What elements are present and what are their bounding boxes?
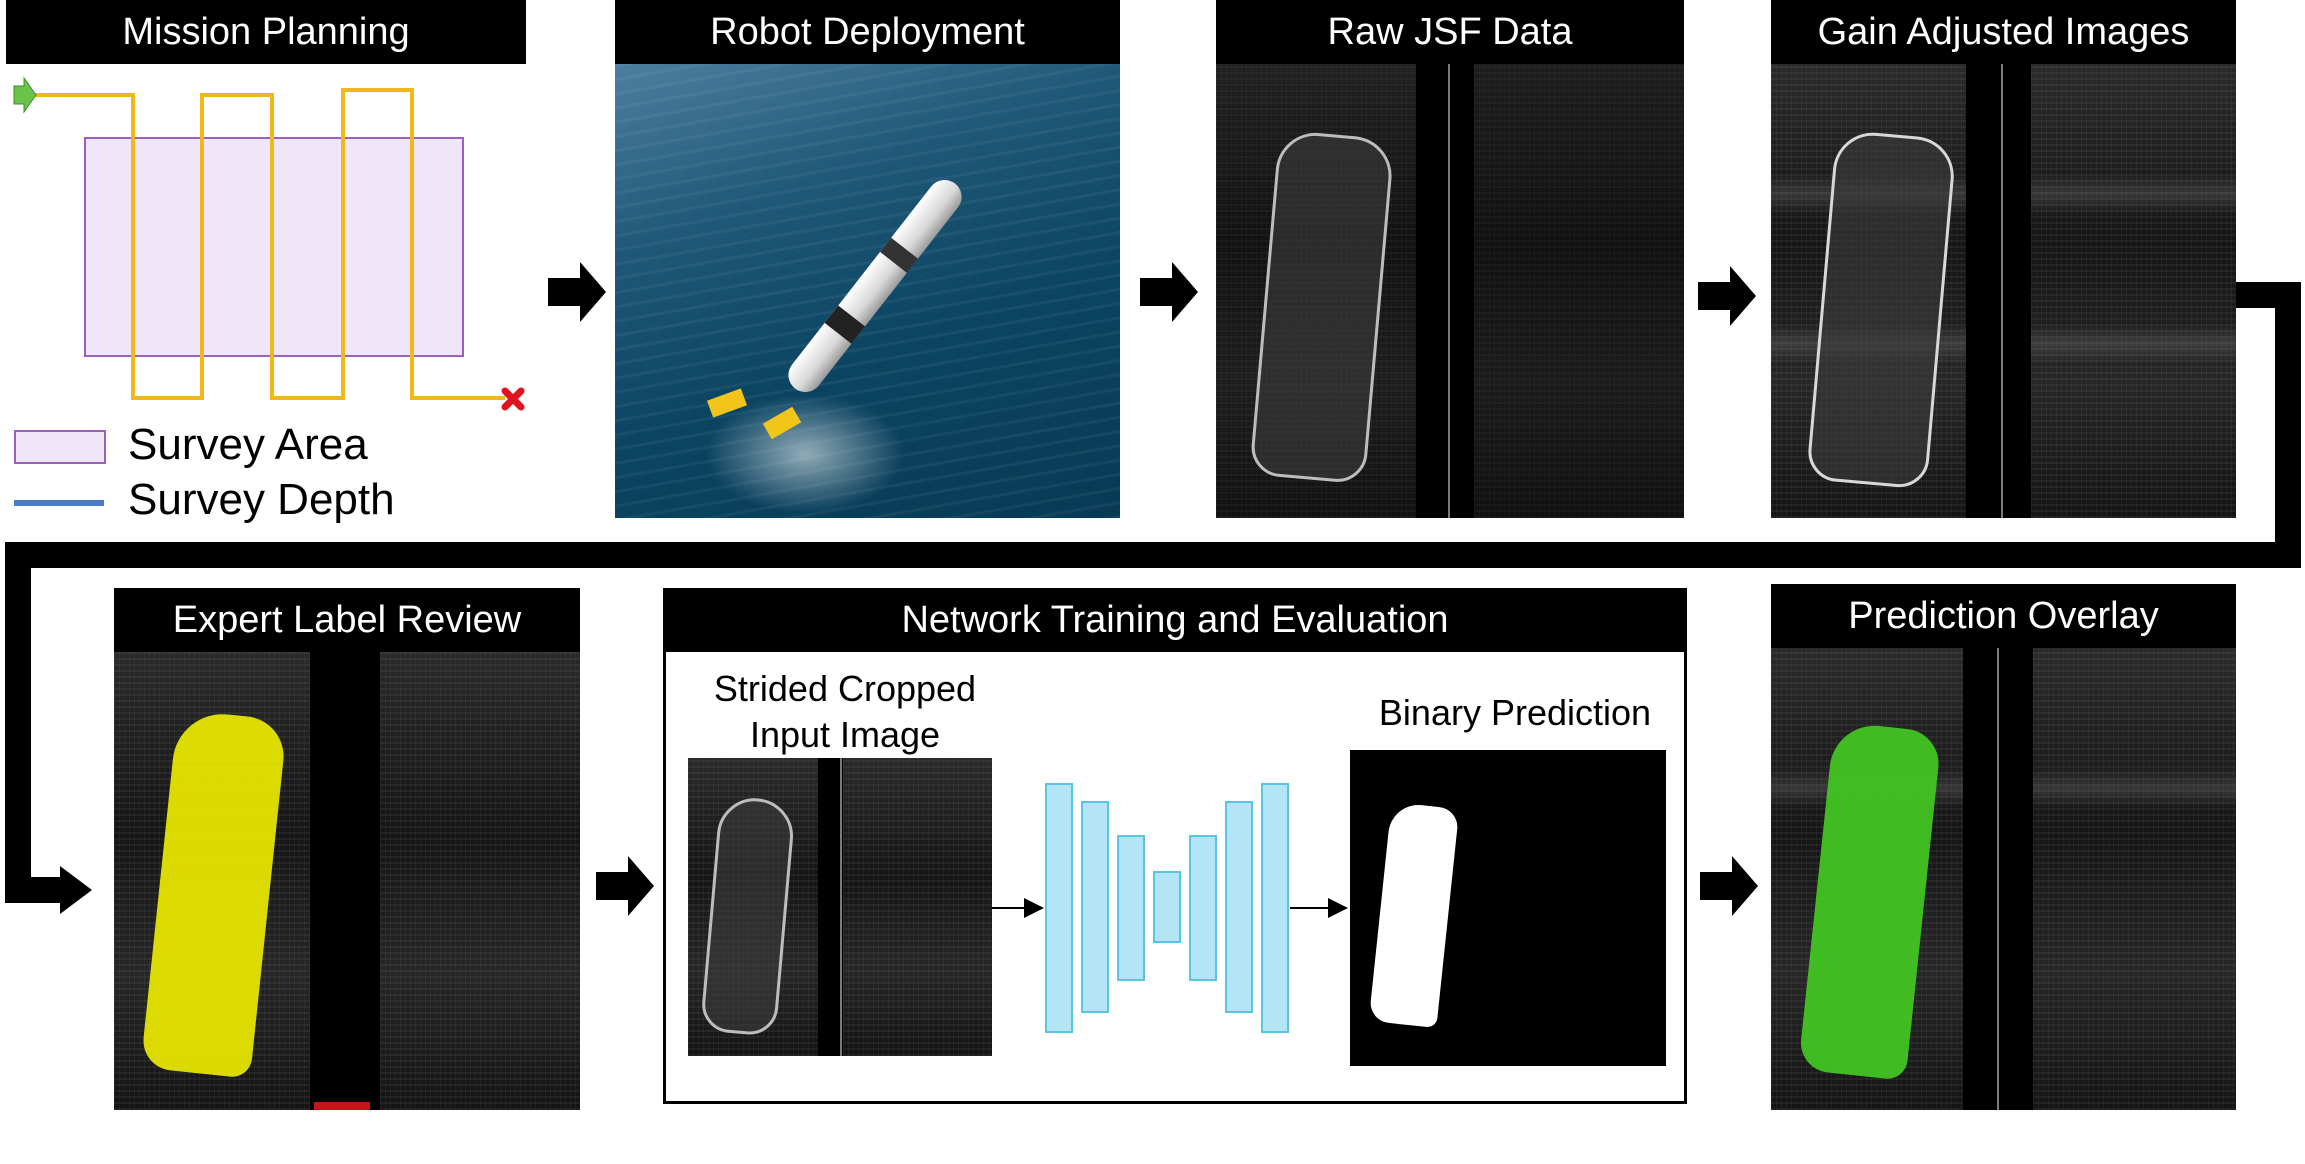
gain-adjusted-header: Gain Adjusted Images [1771, 0, 2236, 64]
survey-area-label: Survey Area [128, 420, 368, 469]
input-crop-image [688, 758, 992, 1056]
input-image-label: Strided Cropped Input Image [680, 666, 1010, 758]
flow-arrow-2 [1140, 262, 1198, 322]
expert-label-header: Expert Label Review [114, 588, 580, 652]
unet-diagram [992, 783, 1348, 1033]
input-image-label-line2: Input Image [749, 714, 941, 755]
network-header: Network Training and Evaluation [663, 588, 1687, 652]
binary-prediction-image [1350, 750, 1666, 1066]
flow-arrow-1 [548, 262, 606, 322]
red-x-icon [501, 387, 525, 411]
green-arrow-icon [13, 76, 37, 114]
binary-prediction-label: Binary Prediction [1378, 692, 1652, 733]
mission-plan-diagram [13, 76, 525, 411]
row-connector-arrow [5, 282, 2301, 914]
mission-planning-header: Mission Planning [6, 0, 526, 64]
expert-label-title: Expert Label Review [172, 598, 522, 641]
robot-deployment-photo [615, 64, 1120, 518]
robot-deployment-header: Robot Deployment [615, 0, 1120, 64]
survey-area-swatch [14, 430, 106, 464]
flow-arrow-3 [1698, 266, 1756, 326]
gain-adjusted-title: Gain Adjusted Images [1817, 10, 2190, 53]
flow-arrow-5 [1700, 856, 1758, 916]
raw-jsf-header: Raw JSF Data [1216, 0, 1684, 64]
survey-depth-swatch [14, 500, 104, 506]
survey-depth-label: Survey Depth [128, 475, 395, 524]
unet-layers [1045, 783, 1289, 1033]
mission-planning-title: Mission Planning [122, 10, 410, 53]
prediction-overlay-image [1771, 648, 2236, 1110]
raw-jsf-image [1216, 64, 1684, 518]
raw-jsf-title: Raw JSF Data [1327, 10, 1573, 53]
network-title: Network Training and Evaluation [901, 598, 1449, 641]
gain-adjusted-image [1771, 64, 2236, 518]
flow-arrow-4 [596, 856, 654, 916]
input-image-label-line1: Strided Cropped [713, 668, 977, 709]
robot-deployment-title: Robot Deployment [710, 10, 1025, 53]
binary-prediction-mask [1368, 802, 1460, 1028]
prediction-overlay-header: Prediction Overlay [1771, 584, 2236, 648]
expert-label-image [114, 652, 580, 1110]
prediction-overlay-title: Prediction Overlay [1848, 594, 2159, 637]
survey-path [30, 88, 505, 400]
